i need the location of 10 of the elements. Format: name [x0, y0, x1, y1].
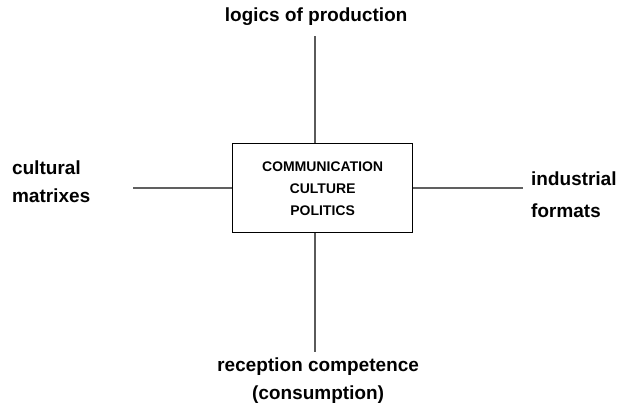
- box-label: COMMUNICATION CULTURE POLITICS: [262, 157, 384, 220]
- connector-line: [133, 187, 232, 189]
- concept-label: reception competence (consumption): [200, 352, 436, 405]
- concept-label: cultural matrixes: [12, 155, 133, 213]
- connector-line: [314, 233, 316, 352]
- process-box: [232, 143, 413, 233]
- concept-label: industrial formats: [523, 164, 621, 226]
- connector-line: [413, 187, 523, 189]
- connector-line: [314, 36, 316, 143]
- concept-label: logics of production: [216, 2, 416, 36]
